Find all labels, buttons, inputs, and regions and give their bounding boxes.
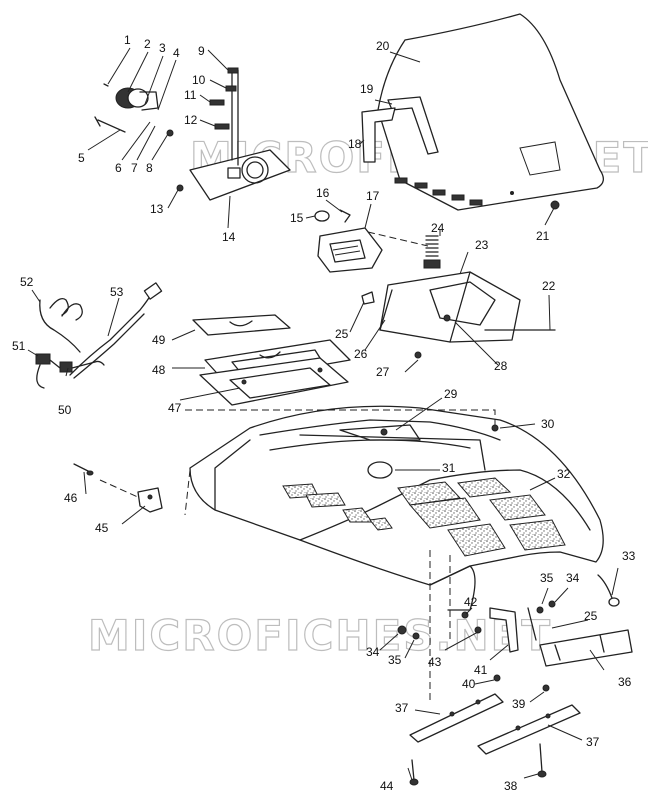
callout-8: 8 — [146, 161, 153, 175]
callout-38: 38 — [504, 779, 518, 793]
callout-42: 42 — [464, 595, 478, 609]
callout-27: 27 — [376, 365, 390, 379]
gauge — [94, 83, 174, 137]
pad-49 — [192, 314, 291, 336]
callout-19: 19 — [360, 82, 374, 96]
callout-49: 49 — [152, 333, 166, 347]
callout-1: 1 — [124, 33, 131, 47]
callout-25-console: 25 — [335, 327, 349, 341]
callout-47: 47 — [168, 401, 182, 415]
callout-37-left: 37 — [395, 701, 409, 715]
lamp-36 — [539, 629, 633, 667]
callout-35-right: 35 — [540, 571, 554, 585]
callout-46: 46 — [64, 491, 78, 505]
callout-15: 15 — [290, 211, 304, 225]
bracket-45 — [137, 487, 163, 513]
callout-30: 30 — [541, 417, 555, 431]
callout-17: 17 — [366, 189, 380, 203]
callout-34-left: 34 — [366, 645, 380, 659]
clip — [361, 291, 375, 305]
callout-14: 14 — [222, 230, 236, 244]
leader-lines — [27, 47, 619, 781]
callout-34-right: 34 — [566, 571, 580, 585]
screw-46 — [73, 463, 94, 476]
callout-numbers: 1 2 3 4 5 6 7 8 9 10 11 12 13 14 15 16 1… — [12, 33, 636, 793]
callout-11: 11 — [184, 88, 197, 102]
callout-35-left: 35 — [388, 653, 402, 667]
bulb-socket — [339, 209, 351, 223]
callout-40: 40 — [462, 677, 476, 691]
callout-7: 7 — [131, 161, 138, 175]
callout-43: 43 — [428, 655, 442, 669]
bulb — [314, 210, 330, 222]
callout-44: 44 — [380, 779, 394, 793]
pad-47 — [199, 357, 349, 406]
spring — [423, 235, 441, 269]
windshield — [377, 13, 604, 211]
callout-37-right: 37 — [586, 735, 600, 749]
hood — [184, 405, 604, 700]
wiring-harness — [35, 282, 163, 389]
callout-18: 18 — [348, 137, 362, 151]
callout-2: 2 — [144, 37, 151, 51]
callout-53: 53 — [110, 285, 124, 299]
windshield-trim-18 — [361, 107, 396, 163]
callout-45: 45 — [95, 521, 109, 535]
callout-9: 9 — [198, 44, 205, 58]
fasteners — [367, 200, 560, 786]
cable-33 — [597, 574, 620, 607]
callout-39: 39 — [512, 697, 526, 711]
bumper-37-left — [409, 693, 504, 743]
callout-32: 32 — [557, 467, 571, 481]
callout-24: 24 — [431, 221, 445, 235]
callout-52: 52 — [20, 275, 34, 289]
callout-21: 21 — [536, 229, 550, 243]
callout-29: 29 — [444, 387, 458, 401]
callout-25-bumper: 25 — [584, 609, 598, 623]
callout-33: 33 — [622, 549, 636, 563]
callout-48: 48 — [152, 363, 166, 377]
callout-16: 16 — [316, 186, 330, 200]
headlight — [317, 227, 383, 273]
callout-20: 20 — [376, 39, 390, 53]
instrument-panel — [176, 67, 291, 201]
callout-13: 13 — [150, 202, 164, 216]
callout-3: 3 — [159, 41, 166, 55]
bracket-41 — [489, 607, 519, 653]
callout-36: 36 — [618, 675, 632, 689]
callout-12: 12 — [184, 113, 198, 127]
callout-28: 28 — [494, 359, 508, 373]
callout-23: 23 — [475, 238, 489, 252]
console — [379, 271, 521, 343]
callout-4: 4 — [173, 46, 180, 60]
callout-50: 50 — [58, 403, 72, 417]
callout-31: 31 — [442, 461, 456, 475]
callout-10: 10 — [192, 73, 206, 87]
callout-26: 26 — [354, 347, 368, 361]
callout-6: 6 — [115, 161, 122, 175]
bumper-37-right — [477, 704, 581, 755]
callout-41: 41 — [474, 663, 488, 677]
callout-22: 22 — [542, 279, 556, 293]
callout-51: 51 — [12, 339, 26, 353]
callout-5: 5 — [78, 151, 85, 165]
watermark-bottom: MICROFICHES.NET — [88, 611, 552, 660]
